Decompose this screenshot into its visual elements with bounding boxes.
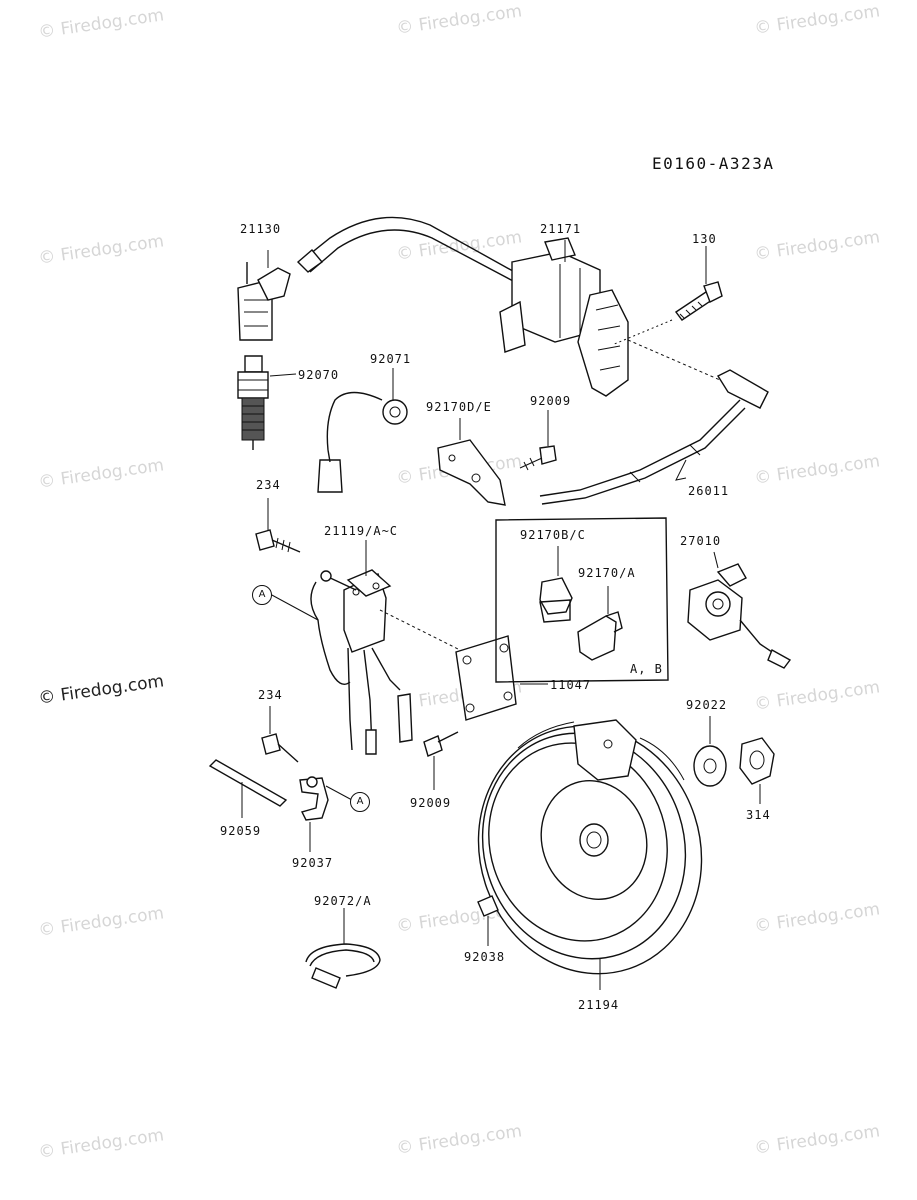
part-label-21171: 21171 xyxy=(540,222,582,236)
callout-a-upper: A xyxy=(252,585,272,605)
clamp-92037 xyxy=(299,776,353,852)
part-label-234-upper: 234 xyxy=(256,478,281,492)
bracket-92170de xyxy=(437,439,506,506)
part-label-92009-upper: 92009 xyxy=(530,394,572,408)
band-92072 xyxy=(305,908,381,989)
part-label-92009-lower: 92009 xyxy=(410,796,452,810)
part-label-ab: A, B xyxy=(630,662,663,676)
part-label-92022: 92022 xyxy=(686,698,728,712)
washer-92022 xyxy=(693,716,727,787)
part-label-21194: 21194 xyxy=(578,998,620,1012)
part-label-21130: 21130 xyxy=(240,222,282,236)
ground-wire xyxy=(539,369,769,505)
part-label-314: 314 xyxy=(746,808,771,822)
part-label-92071: 92071 xyxy=(370,352,412,366)
part-label-92038: 92038 xyxy=(464,950,506,964)
tube-92059 xyxy=(208,759,288,818)
part-label-27010: 27010 xyxy=(680,534,722,548)
part-label-92059: 92059 xyxy=(220,824,262,838)
inset-box xyxy=(495,517,669,683)
part-label-92072: 92072/A xyxy=(314,894,372,908)
part-label-92037: 92037 xyxy=(292,856,334,870)
part-label-234-lower: 234 xyxy=(258,688,283,702)
part-label-130: 130 xyxy=(692,232,717,246)
plate-11047 xyxy=(455,635,548,721)
ignition-coil xyxy=(499,237,629,397)
part-label-21119: 21119/A~C xyxy=(324,524,399,538)
callout-a-lower: A xyxy=(350,792,370,812)
spark-plug-cap xyxy=(237,262,291,341)
stop-switch xyxy=(687,551,792,669)
terminal-wire-92071 xyxy=(317,391,408,493)
bolt-234-upper xyxy=(255,498,301,553)
key-92038 xyxy=(477,895,499,946)
part-label-92070: 92070 xyxy=(298,368,340,382)
part-label-92170de: 92170D/E xyxy=(426,400,492,414)
screw-92009-upper xyxy=(519,445,557,471)
spark-plug xyxy=(237,355,269,450)
part-label-92170bc: 92170B/C xyxy=(520,528,586,542)
diagram-code: E0160-A323A xyxy=(652,154,775,173)
part-label-26011: 26011 xyxy=(688,484,730,498)
bolt-130 xyxy=(674,281,723,321)
flywheel xyxy=(477,719,703,990)
part-label-92170a: 92170/A xyxy=(578,566,636,580)
screw-92009-lower xyxy=(423,731,459,790)
nut-314 xyxy=(739,737,775,804)
spark-plug-lead xyxy=(296,216,521,283)
bolt-234-lower xyxy=(261,706,299,763)
igniter-unit xyxy=(310,540,413,755)
part-label-11047: 11047 xyxy=(550,678,592,692)
